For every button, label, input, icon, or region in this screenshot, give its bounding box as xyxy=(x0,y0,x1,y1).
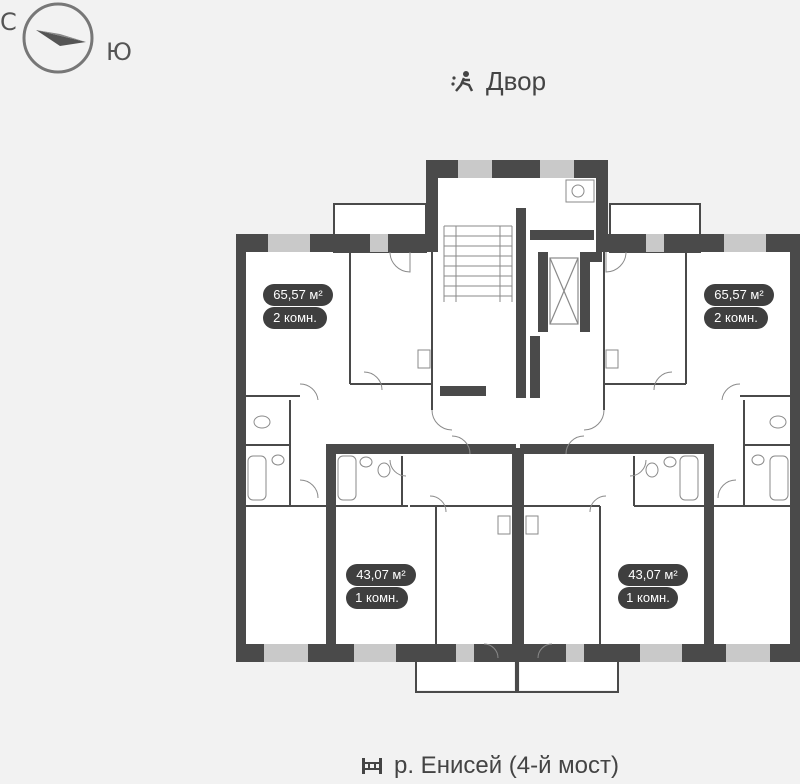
apartment-rooms-tag: 2 комн. xyxy=(263,307,327,329)
apartment-rooms-tag: 1 комн. xyxy=(346,587,408,609)
elevator xyxy=(549,257,579,325)
compass-icon xyxy=(22,2,94,74)
compass: С Ю xyxy=(0,0,140,80)
apartment-area-tag: 65,57 м² xyxy=(263,284,333,306)
stairs xyxy=(443,225,513,302)
courtyard-icon xyxy=(451,71,474,92)
windows xyxy=(264,160,770,662)
apartment-area-tag: 65,57 м² xyxy=(704,284,774,306)
fixtures xyxy=(247,349,789,535)
doors xyxy=(299,251,741,659)
river-label: р. Енисей (4-й мост) xyxy=(360,752,619,780)
apartment-area-tag: 43,07 м² xyxy=(618,564,688,586)
apartment-area-tag: 43,07 м² xyxy=(346,564,416,586)
interior-partitions xyxy=(246,252,790,644)
compass-south-label: Ю xyxy=(106,38,132,66)
apartment-rooms-tag: 1 комн. xyxy=(618,587,678,609)
courtyard-text: Двор xyxy=(486,65,547,96)
courtyard-label: Двор xyxy=(450,64,546,98)
river-text: р. Енисей (4-й мост) xyxy=(394,752,620,779)
apartment-rooms-tag: 2 комн. xyxy=(704,307,768,329)
compass-north-label: С xyxy=(0,8,17,36)
bridge-icon xyxy=(362,758,382,774)
